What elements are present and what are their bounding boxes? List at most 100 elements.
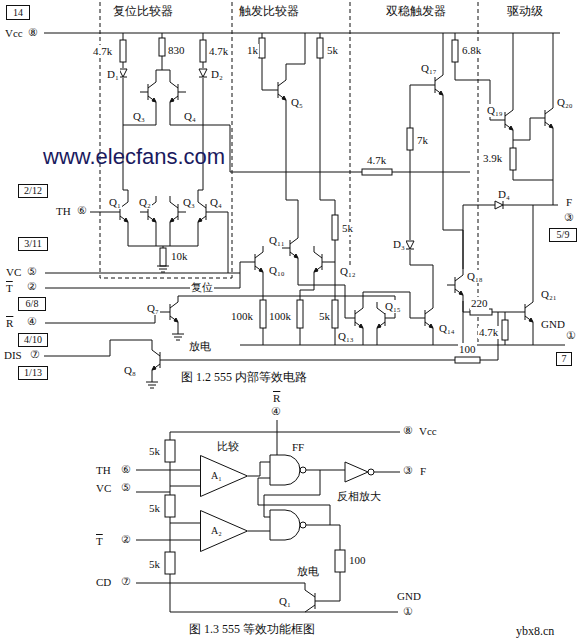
pin-number-box: 6/8 bbox=[18, 297, 46, 311]
emitter-arrow bbox=[509, 126, 513, 130]
emitter-arrow bbox=[549, 124, 553, 128]
schematic-label: ⑥ bbox=[76, 204, 88, 217]
schematic-label: ⑦ bbox=[29, 348, 41, 361]
schematic-label: 830 bbox=[167, 44, 186, 57]
schematic-label: Q₇ bbox=[146, 302, 160, 315]
resistor-symbol bbox=[510, 148, 516, 170]
schematic-label: VC bbox=[5, 266, 22, 279]
transistor-symbol bbox=[140, 76, 156, 108]
schematic-label: 5k bbox=[341, 222, 354, 235]
schematic-label: 7k bbox=[416, 134, 429, 147]
section-dividers bbox=[100, 2, 478, 345]
pin-number: 7 bbox=[562, 353, 567, 365]
emitter-arrow bbox=[152, 218, 156, 222]
schematic-label: Q₁ bbox=[108, 196, 122, 209]
schematic-label: 5k bbox=[148, 502, 161, 515]
emitter-arrow bbox=[170, 218, 174, 222]
comparator-triangle: A₁ bbox=[200, 455, 248, 497]
diode-symbol bbox=[119, 69, 127, 77]
schematic-label: D₂ bbox=[210, 68, 224, 81]
ground-symbol bbox=[172, 334, 184, 340]
schematic-label: FF bbox=[291, 441, 305, 454]
transistor-symbol bbox=[170, 76, 186, 108]
schematic-label: VC bbox=[95, 482, 112, 495]
pin-number: 1/13 bbox=[24, 367, 42, 379]
emitter-arrow bbox=[314, 268, 318, 272]
schematic-label: DIS bbox=[3, 349, 23, 362]
schematic-label: 4.7k bbox=[92, 45, 113, 58]
schematic-label: 双稳触发器 bbox=[385, 4, 447, 19]
emitter-arrow bbox=[152, 366, 156, 370]
schematic-label: ⑧ bbox=[27, 26, 39, 39]
comparator-name: A₂ bbox=[211, 525, 222, 537]
pin-number: 5/9 bbox=[557, 229, 570, 241]
schematic-label: ⑧ bbox=[402, 424, 414, 437]
schematic-label: 10k bbox=[170, 250, 189, 263]
schematic-label: Q₁₅ bbox=[384, 300, 402, 313]
resistor-symbol bbox=[200, 40, 206, 62]
schematic-label: 3.9k bbox=[482, 152, 503, 165]
transistor-symbol bbox=[314, 246, 330, 278]
triangle-outline bbox=[200, 455, 248, 497]
comparator-triangle: A₂ bbox=[200, 510, 248, 552]
transistor-symbol bbox=[247, 246, 263, 278]
ground-symbol bbox=[146, 382, 158, 388]
diode-symbol bbox=[199, 69, 207, 77]
figure-caption: 图 1.2 555 内部等效电路 bbox=[180, 370, 308, 385]
schematic-label: 100k bbox=[230, 310, 254, 323]
watermark: www.elecfans.com bbox=[42, 144, 226, 169]
transistor-symbol bbox=[162, 296, 178, 328]
schematic-label: ② bbox=[26, 280, 38, 293]
schematic-label: 复位 bbox=[190, 281, 214, 294]
schematic-label: TH bbox=[55, 205, 72, 218]
schematic-label: Vcc bbox=[4, 27, 24, 40]
schematic-label: Q₂₁ bbox=[540, 288, 558, 301]
schematic-label: Q₅ bbox=[290, 96, 304, 109]
transistor-symbol bbox=[270, 74, 286, 106]
emitter-arrow bbox=[459, 291, 463, 295]
schematic-label: ⑤ bbox=[26, 265, 38, 278]
schematic-label: ④ bbox=[26, 315, 38, 328]
pin-number: 6/8 bbox=[26, 298, 39, 310]
triangle-outline bbox=[201, 456, 248, 497]
schematic-label: Q₁₁ bbox=[268, 234, 286, 247]
resistor-symbol bbox=[362, 169, 392, 175]
schematic-label: 比较 bbox=[216, 440, 240, 453]
schematic-label: GND bbox=[540, 318, 566, 331]
emitter-arrow bbox=[439, 91, 443, 95]
schematic-label: D₁ bbox=[106, 68, 120, 81]
pin-number-box: 14 bbox=[6, 5, 30, 20]
schematic-label: ② bbox=[120, 533, 132, 546]
schematic-label: 5k bbox=[326, 44, 339, 57]
pin-number: 4/10 bbox=[24, 334, 42, 346]
schematic-label: 100 bbox=[458, 343, 477, 356]
schematic-label: D₃ bbox=[392, 238, 406, 251]
transistor-symbol bbox=[447, 269, 463, 301]
schematic-label: F bbox=[419, 465, 427, 478]
figure-caption: 图 1.3 555 等效功能框图 bbox=[188, 622, 316, 637]
resistor-symbol bbox=[317, 38, 323, 58]
emitter-arrow bbox=[377, 324, 381, 328]
emitter-arrow bbox=[294, 254, 298, 258]
emitter-arrow bbox=[170, 98, 174, 102]
schematic-label: Q₁₂ bbox=[339, 265, 357, 278]
schematic-label: 100 bbox=[348, 554, 367, 567]
emitter-arrow bbox=[124, 218, 128, 222]
schematic-label: 5k bbox=[318, 310, 331, 323]
resistor-symbol bbox=[159, 38, 165, 56]
resistor-symbol bbox=[332, 215, 338, 240]
schematic-label: R bbox=[5, 316, 14, 330]
schematic-label: Q₄ bbox=[209, 196, 223, 209]
emitter-arrow bbox=[259, 268, 263, 272]
pin-number-box: 5/9 bbox=[549, 228, 577, 242]
schematic-label: D₄ bbox=[497, 188, 511, 201]
schematic-label: Q₄ bbox=[183, 110, 197, 123]
schematic-label: T bbox=[5, 281, 14, 295]
pin-number-box: 7 bbox=[556, 352, 572, 366]
schematic-label: 放电 bbox=[188, 340, 212, 353]
schematic-label: Q₁₇ bbox=[420, 62, 438, 75]
schematic-label: 220 bbox=[470, 297, 489, 310]
emitter-arrow bbox=[198, 218, 202, 222]
emitter-arrow bbox=[429, 324, 433, 328]
